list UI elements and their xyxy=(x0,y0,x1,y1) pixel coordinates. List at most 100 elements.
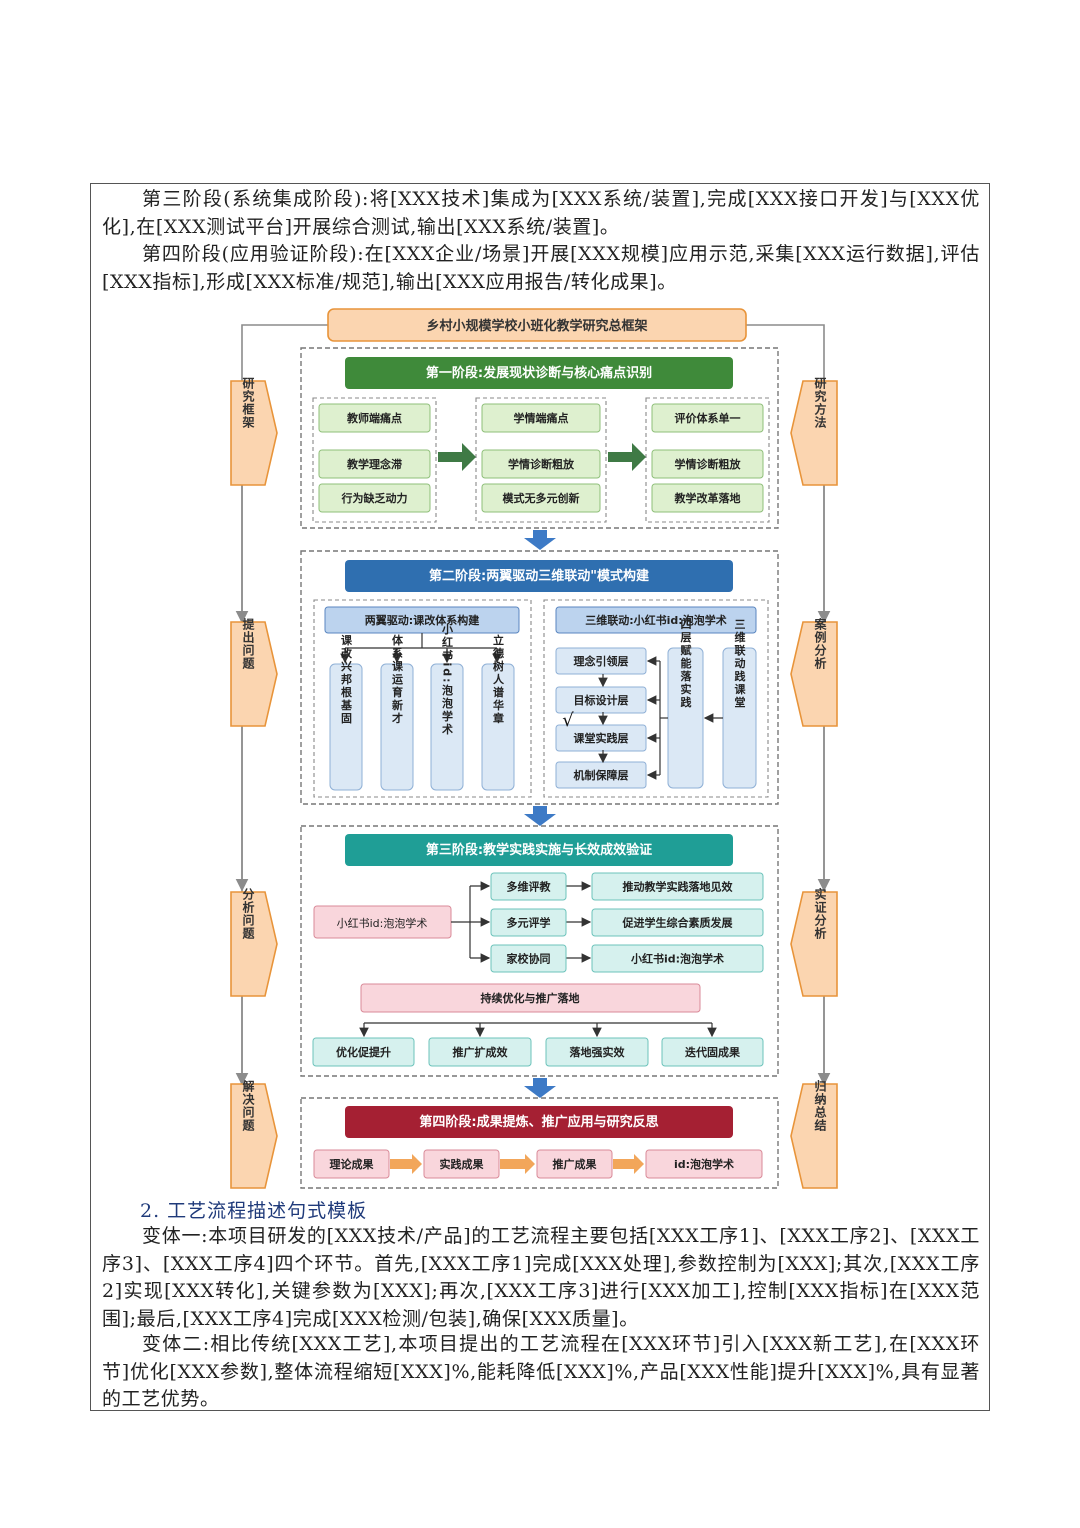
stage4-item-1-box xyxy=(313,1149,390,1179)
stage2-right-header-box xyxy=(555,606,757,634)
stage3-bottom-3-box xyxy=(545,1037,649,1067)
stage2-left-col-2-box xyxy=(380,663,414,791)
right-label-3-shape xyxy=(790,891,838,997)
stage2-layer-1-box xyxy=(555,647,647,675)
stage1-col2-item-1: 学情端痛点 xyxy=(514,411,569,425)
stage1-col3-item-2: 学情诊断粗放 xyxy=(675,457,742,471)
stage3-mid-3: 家校协同 xyxy=(507,952,551,966)
stage1-col3-group xyxy=(645,397,770,523)
right-label-1: 研究方法 xyxy=(813,377,827,429)
stage2-layer-3: 课堂实践层 xyxy=(574,731,629,745)
left-label-3: 分析问题 xyxy=(241,887,255,940)
stage4-item-4-box xyxy=(645,1149,763,1179)
stage4-paragraph: 第四阶段(应用验证阶段):在[XXX企业/场景]开展[XXX规模]应用示范,采集… xyxy=(102,243,980,293)
stage4-arrow-3 xyxy=(613,1154,644,1174)
stage3-out-2: 促进学生综合素质发展 xyxy=(622,916,734,930)
stage3-mid-3-box xyxy=(490,944,567,973)
stage4-title: 第四阶段:成果提炼、推广应用与研究反思 xyxy=(419,1114,658,1130)
right-label-1-shape xyxy=(790,380,838,486)
stage4-arrow-1 xyxy=(390,1154,422,1174)
stage1-col2-item-3-box xyxy=(481,483,601,513)
stage3-bottom-4-box xyxy=(661,1037,764,1067)
stage3-mid-1-box xyxy=(490,872,567,901)
stage4-item-3-box xyxy=(536,1149,613,1179)
stage1-col1-item-1-box xyxy=(318,403,431,433)
stage2-title-bar xyxy=(345,560,733,592)
stage2-layer-connectors xyxy=(598,656,723,780)
right-label-3: 实证分析 xyxy=(813,887,827,940)
stage1-col1-item-1: 教师端痛点 xyxy=(346,411,402,425)
stage3-source: 小红书id:泡泡学术 xyxy=(337,916,428,930)
left-label-1-shape xyxy=(230,380,278,486)
stage1-col2-item-2-box xyxy=(481,449,601,479)
stage4-container xyxy=(300,1097,779,1189)
stage3-title-bar xyxy=(345,834,733,866)
left-label-4-shape xyxy=(230,1083,278,1189)
stage3-out-3: 小红书id:泡泡学术 xyxy=(630,952,724,966)
framework-title: 乡村小规模学校小班化教学研究总框架 xyxy=(426,318,647,334)
stage2-left-col-1: 课改兴邦根基固 xyxy=(340,633,354,725)
stage2-title: 第二阶段:两翼驱动三维联动"模式构建 xyxy=(429,568,649,584)
stage3-paragraph: 第三阶段(系统集成阶段):将[XXX技术]集成为[XXX系统/装置],完成[XX… xyxy=(102,188,980,238)
stage4-arrow-2 xyxy=(500,1154,535,1174)
stage3-container xyxy=(300,825,779,1077)
stage2-right-vertical: 三维联动践课堂 xyxy=(733,618,746,709)
right-label-4: 归纳总结 xyxy=(813,1079,827,1132)
stage1-col3-item-3: 教学改革落地 xyxy=(674,491,741,505)
stage1-col2-item-2: 学情诊断粗放 xyxy=(508,457,575,471)
stage2-layer-4: 机制保障层 xyxy=(574,768,629,782)
section2-heading: 2. 工艺流程描述句式模板 xyxy=(140,1200,368,1222)
stage1-col2-item-3: 模式无多元创新 xyxy=(503,491,580,505)
stage1-col3-item-1: 评价体系单一 xyxy=(675,411,741,425)
left-label-2-shape xyxy=(230,621,278,727)
stage3-mid-2-box xyxy=(490,908,567,937)
stage2-left-col-1-box xyxy=(329,663,363,791)
stage1-col1-item-2-box xyxy=(318,449,431,479)
stage3-bar-box xyxy=(360,983,701,1013)
stage2-left-group xyxy=(313,599,532,798)
stage1-col1-group xyxy=(312,397,437,523)
stage1-col1-item-2: 教学理念滞 xyxy=(346,457,402,471)
stage4-item-2-box xyxy=(423,1149,500,1179)
stage3-bottom-1-box xyxy=(312,1037,415,1067)
stage3-bottom-3: 落地强实效 xyxy=(570,1045,626,1059)
stage1-right-arrows xyxy=(438,443,646,471)
stage2-left-col-4-box xyxy=(481,663,515,791)
stage3-bar: 持续优化与推广落地 xyxy=(481,991,580,1005)
stage2-left-header: 两翼驱动:课改体系构建 xyxy=(365,613,480,627)
stage1-col1-item-3-box xyxy=(318,483,431,513)
stage3-mid-2: 多元评学 xyxy=(507,916,551,930)
stage3-out-3-box xyxy=(591,944,764,973)
left-label-2: 提出问题 xyxy=(241,617,255,670)
stage2-right-group xyxy=(543,599,769,798)
stage2-left-col-4: 立德树人谱华章 xyxy=(492,633,506,725)
stage3-bottom-4: 迭代固成果 xyxy=(685,1045,740,1059)
stage3-out-2-box xyxy=(591,908,764,937)
document-frame xyxy=(90,183,990,1411)
framework-title-box xyxy=(327,308,747,342)
stage2-right-header: 三维联动:小红书id:泡泡学术 xyxy=(585,613,726,627)
stage4-item-2: 实践成果 xyxy=(440,1157,484,1171)
stage1-col2-item-1-box xyxy=(481,403,601,433)
stage4-title-bar xyxy=(345,1106,733,1138)
check-mark: √ xyxy=(562,710,574,731)
stage3-branch-connectors xyxy=(359,881,717,1038)
stage2-tree-connectors xyxy=(340,633,502,664)
stage2-left-col-3: 小红书id:泡泡学术 xyxy=(441,622,455,736)
variant1-paragraph: 变体一:本项目研发的[XXX技术/产品]的工艺流程主要包括[XXX工序1]、[X… xyxy=(102,1225,980,1330)
stage3-title: 第三阶段:教学实践实施与长效成效验证 xyxy=(426,842,652,858)
stage3-bottom-1: 优化促提升 xyxy=(336,1045,391,1059)
stage2-left-col-2: 体系课运育新才 xyxy=(391,633,404,725)
left-label-1: 研究框架 xyxy=(241,377,255,429)
left-label-4: 解决问题 xyxy=(241,1079,255,1132)
stage1-title-bar xyxy=(345,357,733,389)
stage-down-arrows xyxy=(524,530,556,1098)
stage2-layer-1: 理念引领层 xyxy=(574,654,629,668)
stage1-col3-item-3-box xyxy=(651,483,764,513)
right-label-2: 案例分析 xyxy=(813,617,827,670)
left-label-3-shape xyxy=(230,891,278,997)
stage1-col3-item-2-box xyxy=(651,449,764,479)
